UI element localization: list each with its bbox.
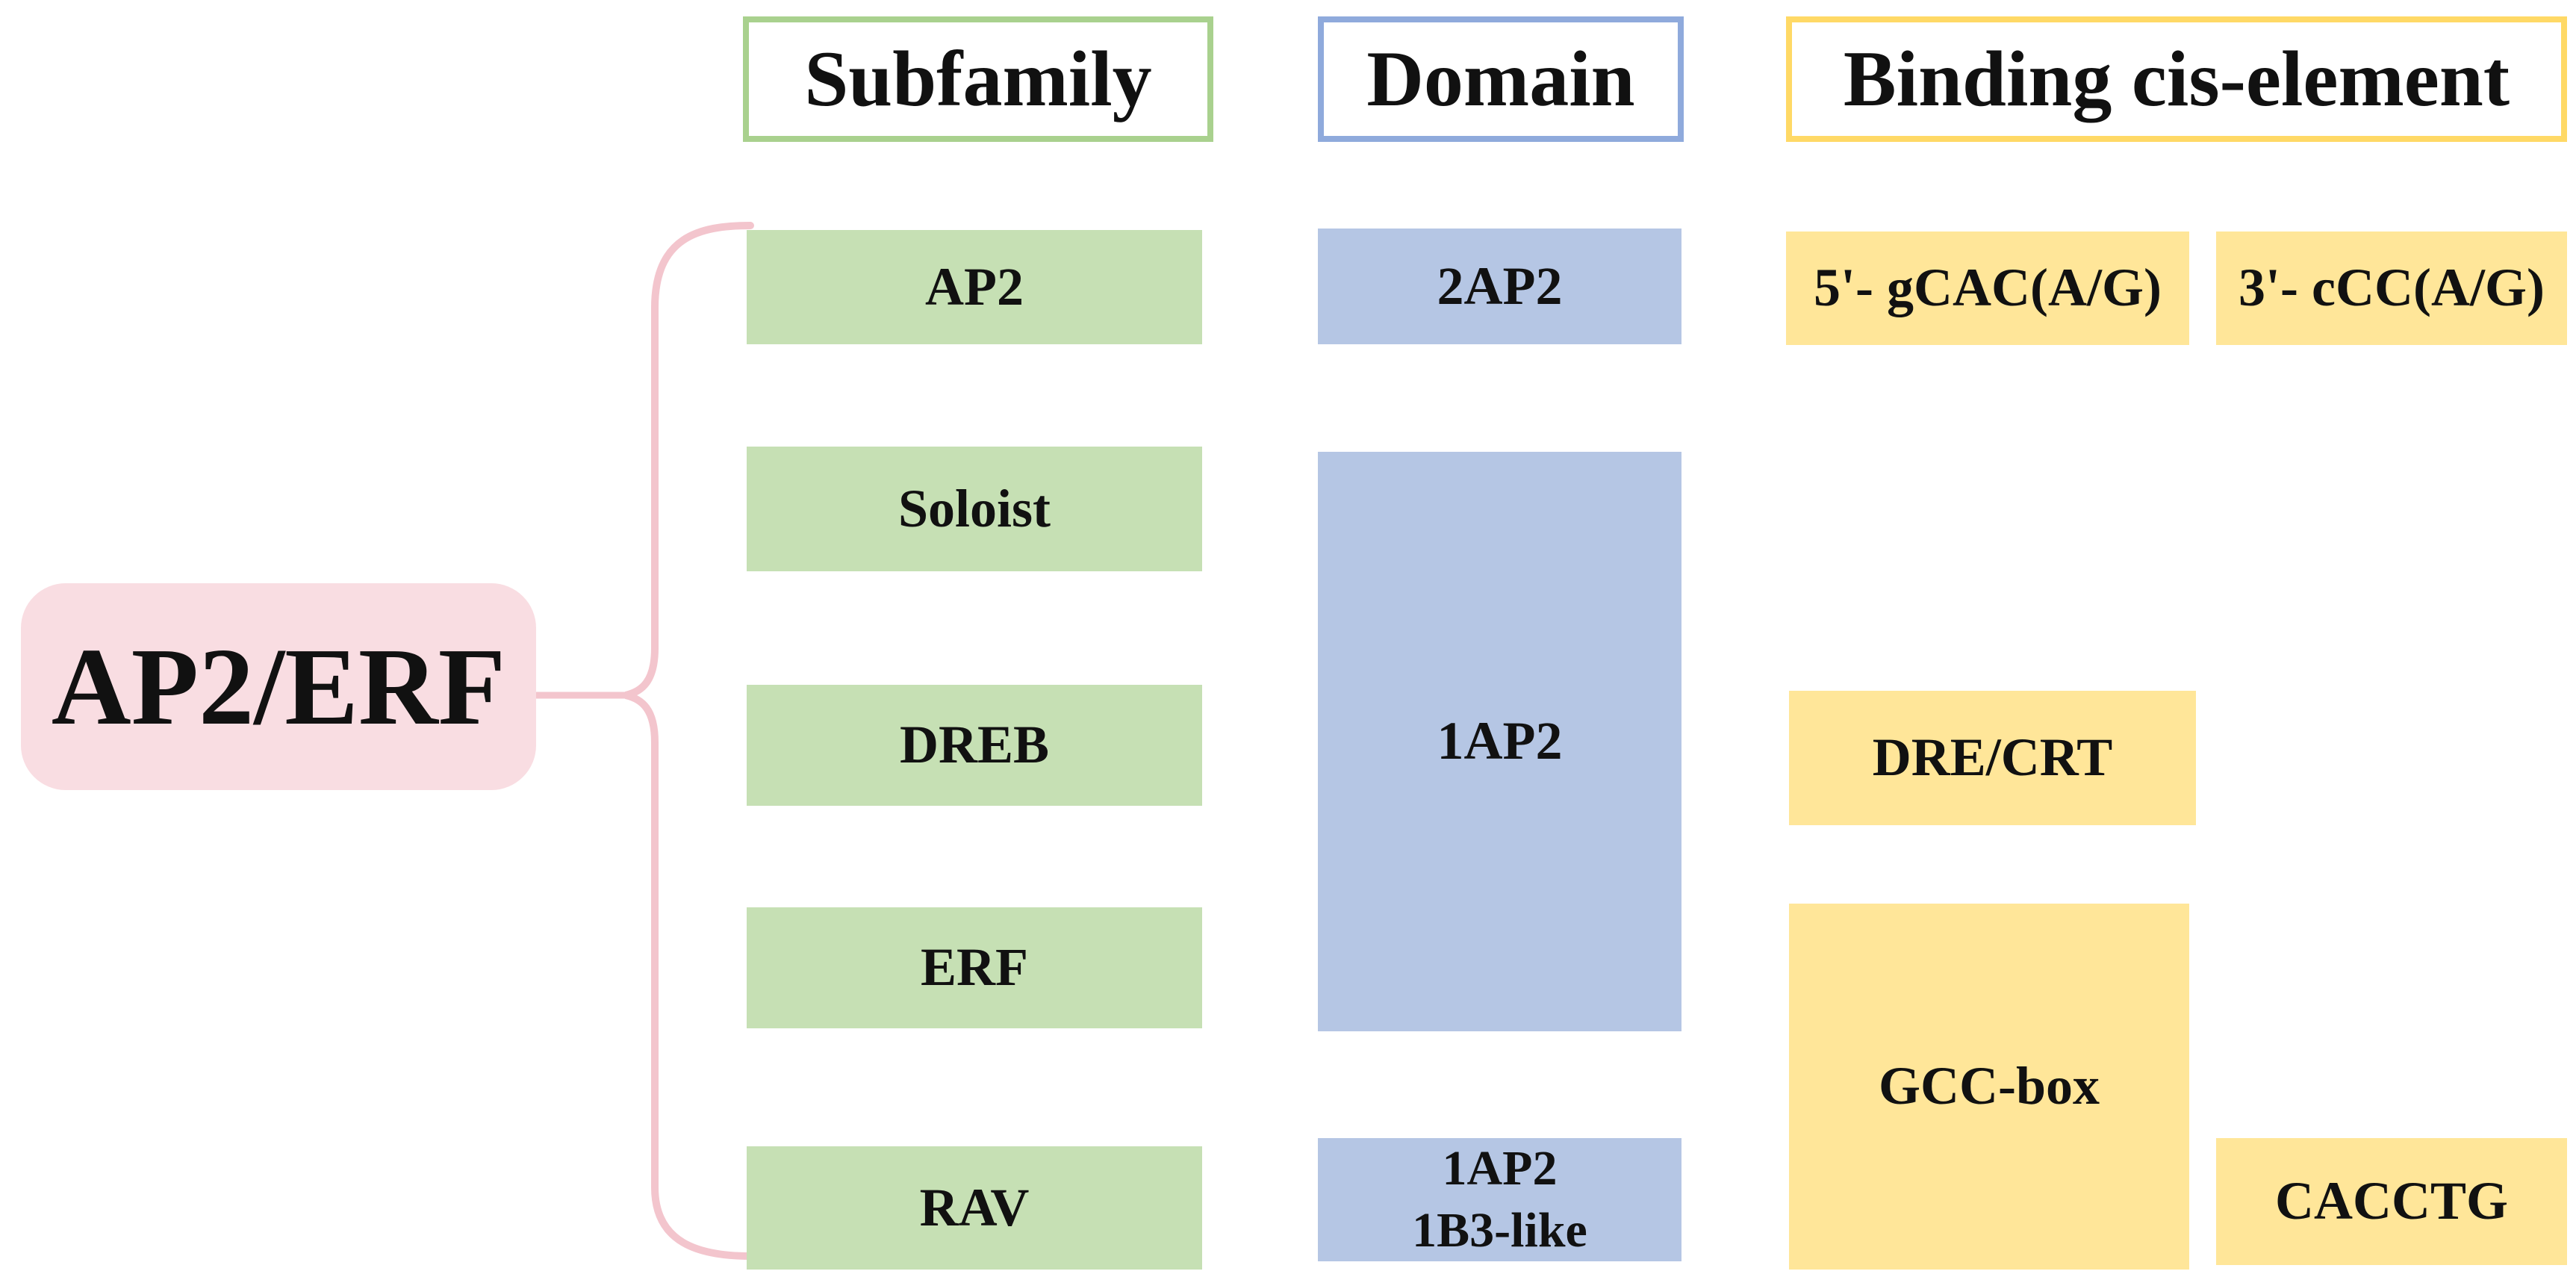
binding-box-cacctg: CACCTG [2216, 1138, 2567, 1265]
binding-box-3-ccc: 3'- cCC(A/G) [2216, 232, 2567, 345]
binding-label-5-gcac: 5'- gCAC(A/G) [1814, 258, 2162, 318]
binding-label-gcc-box: GCC-box [1878, 1056, 2100, 1116]
curly-brace [624, 222, 754, 1260]
header-domain-label: Domain [1366, 35, 1635, 122]
family-label: AP2/ERF [51, 625, 506, 748]
header-domain: Domain [1318, 16, 1684, 142]
domain-label-1ap2-line: 1AP2 [1442, 1141, 1558, 1196]
subfamily-label-ap2: AP2 [925, 256, 1024, 317]
subfamily-label-erf: ERF [921, 937, 1028, 998]
domain-box-2ap2: 2AP2 [1318, 229, 1681, 344]
header-subfamily: Subfamily [743, 16, 1213, 142]
subfamily-box-soloist: Soloist [747, 447, 1202, 571]
binding-label-3-ccc: 3'- cCC(A/G) [2239, 258, 2545, 318]
binding-box-dre-crt: DRE/CRT [1789, 691, 2196, 825]
binding-label-cacctg: CACCTG [2274, 1171, 2508, 1231]
header-binding-cis-element: Binding cis-element [1786, 16, 2567, 142]
domain-label-1ap2: 1AP2 [1437, 711, 1563, 771]
subfamily-label-soloist: Soloist [897, 478, 1051, 538]
domain-box-1ap2-1b3-like: 1AP2 1B3-like [1318, 1138, 1681, 1261]
subfamily-box-dreb: DREB [747, 685, 1202, 806]
family-node-ap2-erf: AP2/ERF [21, 583, 536, 790]
subfamily-box-rav: RAV [747, 1146, 1202, 1270]
domain-label-2ap2: 2AP2 [1437, 255, 1563, 316]
subfamily-label-rav: RAV [919, 1177, 1030, 1237]
subfamily-box-erf: ERF [747, 907, 1202, 1028]
binding-label-dre-crt: DRE/CRT [1872, 727, 2113, 788]
binding-box-5-gcac: 5'- gCAC(A/G) [1786, 232, 2189, 345]
domain-box-1ap2: 1AP2 [1318, 452, 1681, 1031]
subfamily-label-dreb: DREB [899, 715, 1050, 775]
binding-box-gcc-box: GCC-box [1789, 904, 2189, 1270]
domain-label-1b3-like-line: 1B3-like [1412, 1202, 1587, 1258]
header-binding-label: Binding cis-element [1843, 35, 2510, 122]
header-subfamily-label: Subfamily [804, 35, 1152, 122]
subfamily-box-ap2: AP2 [747, 230, 1202, 344]
